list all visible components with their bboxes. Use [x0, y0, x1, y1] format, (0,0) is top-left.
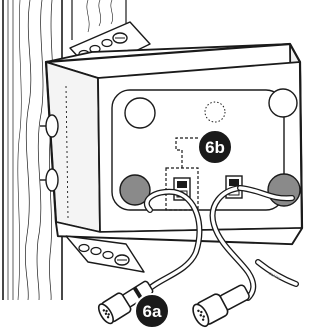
callout-6a: 6a [135, 294, 169, 328]
screw-icon [115, 255, 129, 265]
electrical-box [46, 44, 302, 244]
cable-tail-right: CLARE [258, 262, 296, 284]
callout-6a-label: 6a [143, 302, 162, 321]
bottom-mounting-bracket [66, 236, 144, 272]
connector-socket [190, 280, 252, 328]
callout-6b-label: 6b [205, 138, 225, 157]
cable-tag-label: CLARE [268, 270, 282, 281]
knockout-top-left [125, 98, 155, 128]
callout-6b: 6b [198, 130, 232, 164]
knockout-top-right [269, 89, 297, 117]
screw-icon [113, 33, 127, 43]
